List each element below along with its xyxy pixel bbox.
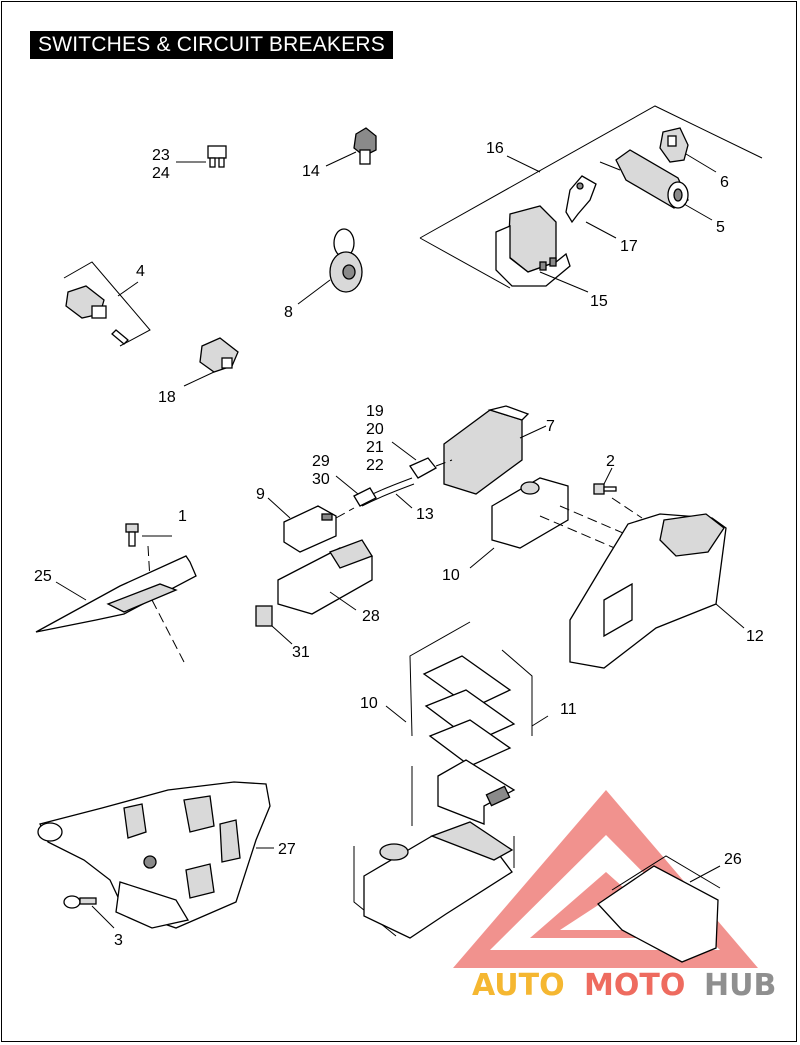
watermark-hub: HUB: [704, 968, 776, 1003]
label-10-lower: 10: [360, 695, 378, 712]
callout-labels: 1 2 3 4 5 6 7 8 9 10 10 11 12 13 14 15 1…: [34, 140, 764, 949]
part-3-screw: [63, 895, 115, 929]
part-19-22-connector: [391, 441, 453, 479]
watermark-logo: AUTO MOTO HUB: [472, 968, 776, 1003]
label-21: 21: [366, 439, 384, 456]
part-4-pressure-switch: [63, 261, 151, 347]
label-4: 4: [136, 263, 145, 280]
label-3: 3: [114, 932, 123, 949]
part-10-11-exploded-group: [353, 621, 549, 939]
label-7: 7: [546, 418, 555, 435]
part-10-upper-cover: [469, 477, 569, 569]
part-7-breaker-box: [443, 405, 547, 495]
label-20: 20: [366, 421, 384, 438]
label-1: 1: [178, 508, 187, 525]
part-9-relay: [267, 497, 355, 553]
part-15-main-switch: [495, 205, 589, 293]
part-23-24-fuse: [176, 145, 227, 168]
label-23: 23: [152, 147, 170, 164]
label-11: 11: [560, 701, 577, 718]
label-2: 2: [606, 453, 615, 470]
label-18: 18: [158, 389, 176, 406]
label-9: 9: [256, 486, 265, 503]
watermark-auto: AUTO: [472, 968, 565, 1003]
label-13: 13: [416, 506, 434, 523]
part-14-switch: [325, 127, 377, 167]
part-26-sleeve: [597, 855, 721, 963]
label-10-upper: 10: [442, 567, 460, 584]
label-29: 29: [312, 453, 330, 470]
part-18-switch: [183, 337, 239, 387]
part-27-bracket-housing: [37, 781, 274, 929]
label-19: 19: [366, 403, 384, 420]
part-29-30-terminal: [335, 475, 377, 507]
part-28-fuse-block: [277, 539, 373, 615]
label-6: 6: [720, 174, 729, 191]
part-6-key: [659, 127, 717, 173]
part-16-group-outline: [419, 105, 763, 289]
part-2-screw: [593, 467, 617, 495]
watermark-moto: MOTO: [584, 968, 685, 1003]
page-title: SWITCHES & CIRCUIT BREAKERS: [30, 31, 393, 59]
label-31: 31: [292, 644, 310, 661]
label-26: 26: [724, 851, 742, 868]
label-12: 12: [746, 628, 764, 645]
label-17: 17: [620, 238, 638, 255]
part-1-bolt: [125, 523, 172, 547]
label-8: 8: [284, 304, 293, 321]
label-27: 27: [278, 841, 296, 858]
assembly-dashed-lines: [147, 497, 643, 663]
label-28: 28: [362, 608, 380, 625]
label-16: 16: [486, 140, 504, 157]
label-15: 15: [590, 293, 608, 310]
label-24: 24: [152, 165, 170, 182]
part-25-bracket-plate: [35, 555, 197, 633]
part-17-bracket: [565, 175, 617, 239]
part-31-label: [255, 605, 293, 645]
part-5-ignition-cylinder: [599, 149, 713, 221]
label-22: 22: [366, 457, 384, 474]
label-14: 14: [302, 163, 320, 180]
label-30: 30: [312, 471, 330, 488]
label-25: 25: [34, 568, 52, 585]
part-8-tag: [297, 228, 363, 305]
label-5: 5: [716, 219, 725, 236]
part-12-mounting-bracket: [569, 513, 745, 669]
